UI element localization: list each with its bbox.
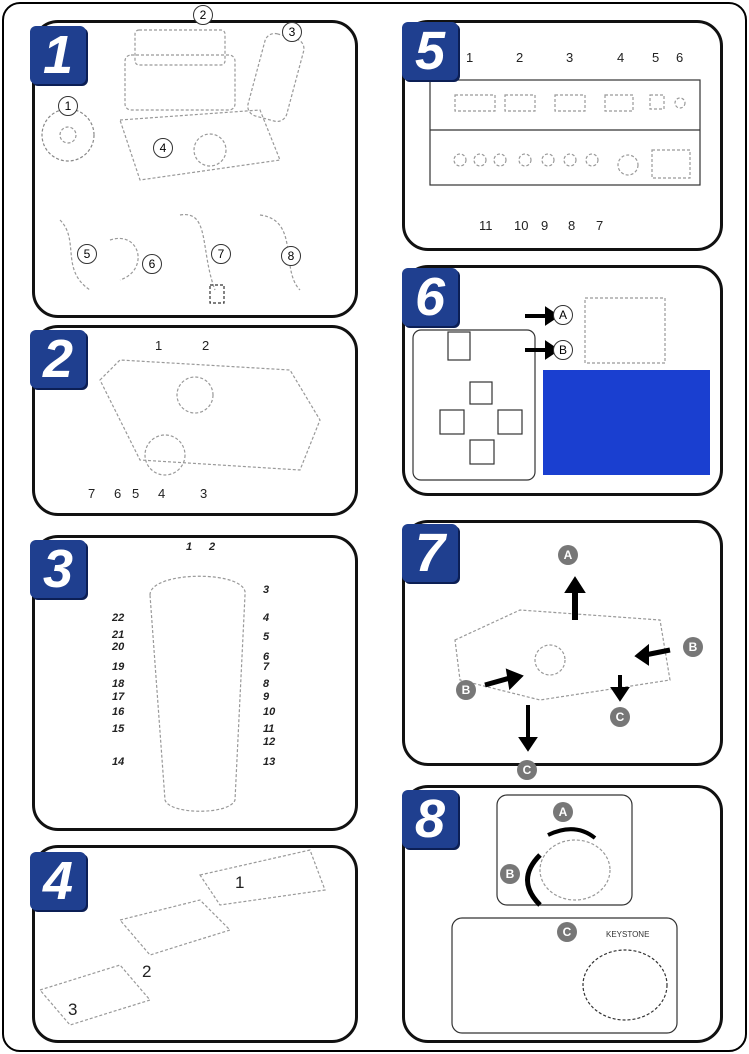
- step-badge-5: 5: [402, 22, 458, 80]
- callout: 19: [112, 661, 125, 673]
- callout: 5: [132, 486, 140, 501]
- callout: 16: [112, 706, 125, 718]
- callout: 6: [114, 486, 122, 501]
- callout: 7: [263, 661, 270, 673]
- callout: 10: [514, 218, 529, 233]
- callout: B: [553, 340, 573, 360]
- callout: 4: [158, 486, 166, 501]
- callout: 2: [209, 541, 216, 553]
- callout: 1: [155, 338, 163, 353]
- callout: B: [683, 637, 703, 657]
- callout: 8: [263, 678, 270, 690]
- callout: 5: [263, 631, 270, 643]
- callout: 15: [112, 723, 125, 735]
- callout: 2: [193, 5, 213, 25]
- step-badge-1: 1: [30, 26, 86, 84]
- callout: 11: [479, 218, 493, 233]
- callout: 2: [516, 50, 524, 65]
- callout: 2: [202, 338, 210, 353]
- step-badge-8: 8: [402, 790, 458, 848]
- callout: 7: [596, 218, 604, 233]
- panel-3-remote-control: [32, 535, 358, 831]
- callout: 1: [58, 96, 78, 116]
- callout: 14: [112, 756, 125, 768]
- callout: A: [553, 802, 573, 822]
- callout: 20: [112, 641, 125, 653]
- callout: 7: [211, 244, 231, 264]
- keystone-label: KEYSTONE: [606, 930, 650, 939]
- callout: 4: [263, 612, 270, 624]
- callout: C: [517, 760, 537, 780]
- callout: 1: [235, 873, 245, 892]
- callout: 7: [88, 486, 96, 501]
- panel-4-battery-install: [32, 845, 358, 1043]
- callout: 5: [652, 50, 660, 65]
- callout: B: [456, 680, 476, 700]
- callout: 2: [142, 962, 152, 981]
- callout: 9: [263, 691, 270, 703]
- callout: C: [610, 707, 630, 727]
- callout: 3: [566, 50, 574, 65]
- step-badge-4: 4: [30, 852, 86, 910]
- callout: 3: [200, 486, 208, 501]
- callout: 6: [263, 651, 270, 663]
- osd-menu-screen: [543, 370, 710, 475]
- callout: 22: [112, 612, 125, 624]
- callout: 3: [282, 22, 302, 42]
- callout: 5: [77, 244, 97, 264]
- callout: 1: [186, 541, 193, 553]
- step-badge-7: 7: [402, 524, 458, 582]
- callout: 8: [281, 246, 301, 266]
- callout: 11: [263, 723, 275, 735]
- callout: 4: [617, 50, 625, 65]
- callout: A: [553, 305, 573, 325]
- callout: 8: [568, 218, 576, 233]
- callout: 12: [263, 736, 276, 748]
- callout: 10: [263, 706, 276, 718]
- callout: A: [558, 545, 578, 565]
- callout: 3: [68, 1000, 78, 1019]
- callout: 18: [112, 678, 125, 690]
- callout: 21: [112, 629, 125, 641]
- callout: 17: [112, 691, 125, 703]
- step-badge-3: 3: [30, 540, 86, 598]
- callout: 1: [466, 50, 474, 65]
- panel-2-projector-overview: [32, 325, 358, 516]
- callout: 6: [142, 254, 162, 274]
- callout: 13: [263, 756, 276, 768]
- panel-1-package-contents: [32, 20, 358, 318]
- callout: 6: [676, 50, 684, 65]
- callout: 3: [263, 584, 270, 596]
- callout: 9: [541, 218, 549, 233]
- step-badge-2: 2: [30, 330, 86, 388]
- callout: 4: [153, 138, 173, 158]
- callout: B: [500, 864, 520, 884]
- step-badge-6: 6: [402, 268, 458, 326]
- callout: C: [557, 922, 577, 942]
